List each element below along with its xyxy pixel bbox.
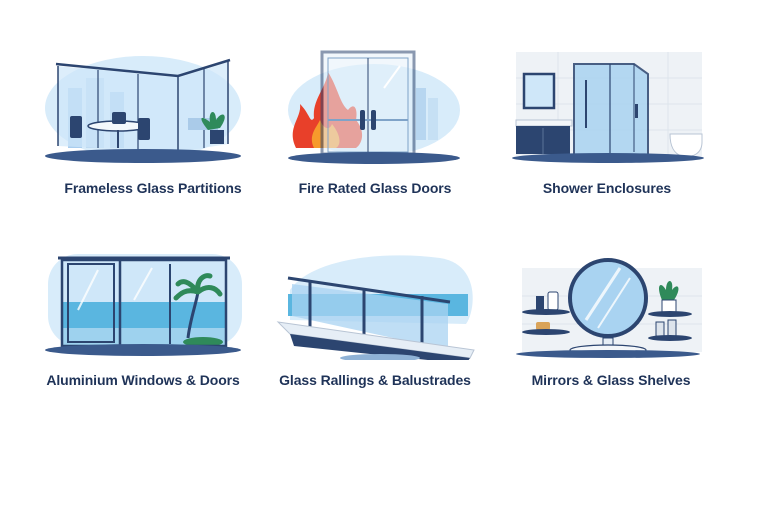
service-card-frameless-glass-partitions[interactable]: Frameless Glass Partitions [38, 48, 268, 218]
service-card-fire-rated-glass-doors[interactable]: Fire Rated Glass Doors [266, 48, 496, 218]
service-label: Aluminium Windows & Doors [46, 372, 240, 388]
mirror-shelves-icon [516, 258, 702, 358]
office-glass-partition-icon [45, 56, 241, 163]
fire-door-icon [288, 50, 460, 164]
service-card-aluminium-windows-doors[interactable]: Aluminium Windows & Doors [38, 250, 268, 420]
service-label: Frameless Glass Partitions [64, 180, 242, 196]
service-label: Glass Rallings & Balustrades [279, 372, 471, 388]
glass-railing-icon [276, 255, 475, 360]
service-label: Shower Enclosures [542, 180, 672, 196]
service-card-shower-enclosures[interactable]: Shower Enclosures [498, 48, 728, 218]
service-label: Fire Rated Glass Doors [298, 180, 452, 196]
service-label: Mirrors & Glass Shelves [531, 372, 691, 388]
service-card-mirrors-glass-shelves[interactable]: Mirrors & Glass Shelves [508, 250, 738, 420]
shower-enclosure-icon [512, 52, 704, 163]
aluminium-window-icon [45, 254, 242, 356]
service-card-glass-railings-balustrades[interactable]: Glass Rallings & Balustrades [270, 250, 500, 420]
